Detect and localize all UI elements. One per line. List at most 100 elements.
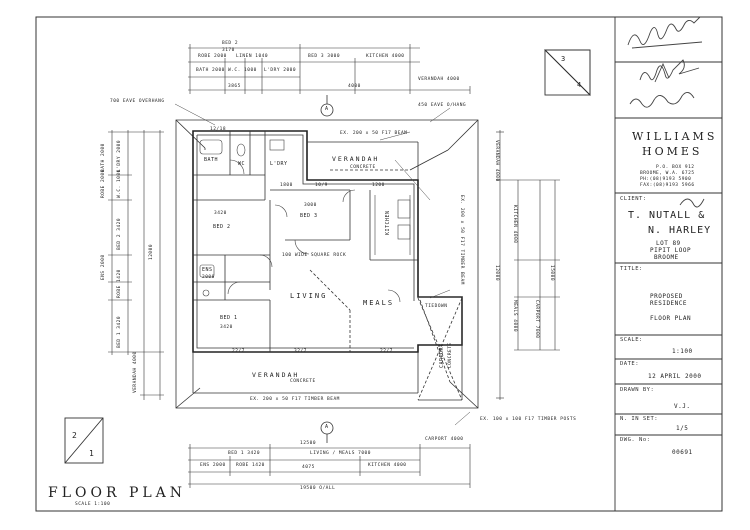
- room-label-living: LIVING: [290, 292, 328, 300]
- room-label-wc: WC: [238, 161, 246, 167]
- dim-left-bed2: BED 2 3420: [117, 217, 122, 250]
- dim-top-wc: W.C. 1000: [228, 68, 257, 73]
- dim-right-15000: 15000: [549, 265, 554, 282]
- lot-line-2: PIPIT LOOP: [650, 247, 692, 254]
- dim-right-verandah: VERANDAH 4000: [494, 140, 499, 182]
- room-label-bed2: BED 2: [213, 224, 231, 230]
- sheet-marker-top-a: 3: [561, 55, 566, 63]
- section-mark-bottom: A: [325, 424, 329, 430]
- client-name-1: T. NUTALL &: [628, 210, 706, 221]
- room-label-verandah-bottom: VERANDAH: [252, 371, 300, 379]
- dim-top-bed2-val: 3170: [222, 48, 235, 53]
- room-label-concrete-bottom: CONCRETE: [290, 379, 316, 384]
- dwg-no-label: DWG. No:: [620, 437, 651, 443]
- dim-bottom-robe: ROBE 1420: [236, 463, 265, 468]
- firm-address-4: FAX:(08)9193 5966: [640, 183, 695, 188]
- dim-bottom-bed1: BED 1 3420: [228, 451, 261, 456]
- title-label: TITLE:: [620, 266, 643, 272]
- title-line-3: FLOOR PLAN: [650, 315, 692, 322]
- dim-right-kitchen: KITCHEN 4000: [512, 205, 517, 244]
- room-label-meals: MEALS: [363, 299, 395, 307]
- room-label-carport: CARPORT: [439, 343, 445, 368]
- note-roof: 100 WIDE SQUARE ROCK: [282, 253, 347, 258]
- dim-left-wc: W.C. 1000: [117, 169, 122, 198]
- dim-left-verandah: VERANDAH 4000: [133, 351, 138, 393]
- room-size-ensuite: 2000: [202, 275, 215, 280]
- dim-left-robe2: ROBE 1420: [117, 269, 122, 298]
- note-posts: EX. 100 x 100 F17 TIMBER POSTS: [480, 417, 577, 422]
- note-tiedown: TIEDOWN: [425, 304, 448, 309]
- fixtures: [199, 139, 411, 297]
- signature-marks: [627, 16, 705, 208]
- date-label: DATE:: [620, 361, 640, 367]
- note-beam-top: EX. 200 x 50 F17 BEAM: [340, 131, 408, 136]
- room-label-laundry: L'DRY: [270, 161, 288, 167]
- opening-mark-2: 32/7: [294, 349, 307, 354]
- dim-left-bath: BATH 2000: [101, 143, 106, 172]
- dim-top-verandah: VERANDAH 4000: [418, 77, 460, 82]
- dim-top-laundry: L'DRY 2000: [264, 68, 297, 73]
- n-in-set-label: N. IN SET:: [620, 416, 659, 422]
- dim-top-kitchen: KITCHEN 4000: [366, 54, 405, 59]
- title-line-1: PROPOSED: [650, 293, 683, 300]
- dim-bottom-12500: 12500: [300, 441, 317, 446]
- opening-mark-3: 22/7: [380, 349, 393, 354]
- dim-top-bed3: BED 3 3000: [308, 54, 341, 59]
- dim-bottom-living-meals: LIVING / MEALS 7000: [310, 451, 371, 456]
- dwg-no-value: 00691: [672, 449, 693, 456]
- dim-left-robe: ROBE 2000: [101, 169, 106, 198]
- room-size-bed2: 3420: [214, 211, 227, 216]
- sheet-marker-top-b: 4: [577, 81, 582, 89]
- client-label: CLIENT:: [620, 196, 647, 202]
- dim-bottom-4075: 4075: [302, 465, 315, 470]
- door-swings: [227, 159, 401, 303]
- drawn-by-label: DRAWN BY:: [620, 387, 655, 393]
- dim-bottom-kitchen: KITCHEN 4000: [368, 463, 407, 468]
- dim-left-ensuite: ENS 2000: [101, 254, 106, 280]
- firm-address-3: PH:(08)9193 5900: [640, 177, 692, 182]
- section-markers: [320, 95, 334, 443]
- left-dimensions: [108, 130, 164, 400]
- room-label-bath: BATH: [204, 157, 219, 163]
- opening-mark-1: 22/7: [232, 349, 245, 354]
- leader-lines: [174, 103, 471, 426]
- dim-top-bath: BATH 2000: [196, 68, 225, 73]
- sheet-marker-bottom-b: 1: [89, 449, 95, 458]
- opening-mark-4: 10/9: [315, 183, 328, 188]
- room-label-carport-floor: CONCRETE: [448, 342, 453, 368]
- dim-left-bed1: BED 1 3420: [117, 315, 122, 348]
- title-line-2: RESIDENCE: [650, 300, 688, 307]
- client-name-2: N. HARLEY: [648, 225, 712, 236]
- room-label-ensuite: ENS: [202, 267, 213, 273]
- firm-address-1: P.O. BOX 912: [656, 165, 695, 170]
- opening-mark-7: 1800: [280, 183, 293, 188]
- dim-bottom-ensuite: ENS 2000: [200, 463, 226, 468]
- dim-top-bed2: BED 2: [222, 41, 239, 46]
- firm-address-2: BROOME, W.A. 6725: [640, 171, 695, 176]
- note-timber-beam-right: EX. 200 x 50 F17 TIMBER BEAM: [459, 195, 464, 285]
- dim-right-12000: 12000: [494, 265, 499, 282]
- opening-mark-5: 12/18: [210, 127, 227, 132]
- opening-mark-6: 1200: [372, 183, 385, 188]
- bottom-dimensions: [188, 444, 471, 488]
- room-label-bed3: BED 3: [300, 213, 318, 219]
- room-label-verandah-top: VERANDAH: [332, 155, 380, 163]
- note-eave-left: 700 EAVE OVERHANG: [110, 99, 165, 104]
- room-label-kitchen: KITCHEN: [385, 210, 391, 235]
- room-size-bed1: 3420: [220, 325, 233, 330]
- lot-line-1: LOT 89: [656, 240, 681, 247]
- dim-top-3865: 3865: [228, 84, 241, 89]
- n-in-set-value: 1/5: [676, 425, 689, 432]
- room-size-bed3: 3000: [304, 203, 317, 208]
- dim-top-linen: LINEN 1040: [236, 54, 269, 59]
- dim-top-robe: ROBE 2000: [198, 54, 227, 59]
- scale-label: SCALE:: [620, 337, 643, 343]
- drawn-by-value: V.J.: [674, 403, 691, 410]
- room-label-bed1: BED 1: [220, 315, 238, 321]
- dim-left-laundry: L'DRY 2000: [117, 139, 122, 172]
- sheet-border: [35, 16, 723, 512]
- dim-right-meals: MEALS 4000: [512, 300, 517, 333]
- firm-name-line1: WILLIAMS: [632, 130, 718, 143]
